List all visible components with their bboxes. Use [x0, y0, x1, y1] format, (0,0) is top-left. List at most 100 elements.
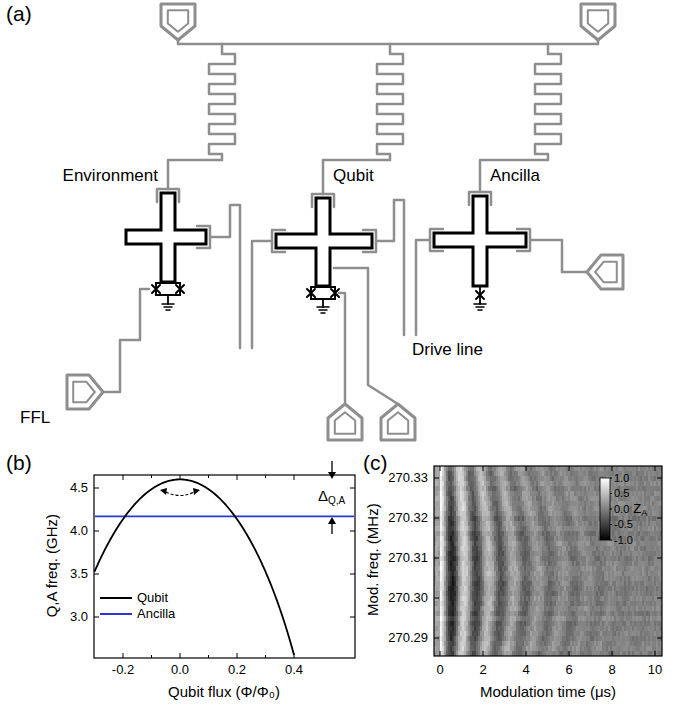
heatmap-cell — [566, 486, 568, 491]
heatmap-cell — [520, 546, 522, 551]
heatmap-cell — [512, 486, 514, 491]
heatmap-cell — [458, 481, 460, 486]
heatmap-cell — [448, 531, 450, 536]
heatmap-cell — [542, 486, 544, 491]
heatmap-cell — [502, 521, 504, 526]
heatmap-cell — [528, 471, 530, 476]
heatmap-cell — [574, 501, 576, 506]
heatmap-cell — [512, 501, 514, 506]
heatmap-cell — [596, 496, 598, 501]
heatmap-cell — [644, 521, 646, 526]
heatmap-cell — [552, 491, 554, 496]
heatmap-cell — [570, 476, 572, 481]
heatmap-cell — [516, 486, 518, 491]
heatmap-cell — [516, 471, 518, 476]
heatmap-cell — [562, 476, 564, 481]
heatmap-cell — [552, 516, 554, 521]
heatmap-cell — [520, 471, 522, 476]
heatmap-cell — [568, 481, 570, 486]
heatmap-cell — [482, 511, 484, 516]
heatmap-cell — [544, 536, 546, 541]
heatmap-cell — [452, 471, 454, 476]
heatmap-cell — [498, 486, 500, 491]
heatmap-cell — [444, 466, 446, 471]
heatmap-cell — [630, 501, 632, 506]
heatmap-cell — [466, 511, 468, 516]
heatmap-cell — [470, 521, 472, 526]
heatmap-cell — [650, 476, 652, 481]
heatmap-cell — [594, 491, 596, 496]
heatmap-cell — [528, 486, 530, 491]
heatmap-cell — [600, 471, 602, 476]
heatmap-cell — [458, 506, 460, 511]
heatmap-cell — [460, 481, 462, 486]
heatmap-cell — [538, 491, 540, 496]
heatmap-cell — [572, 491, 574, 496]
heatmap-cell — [564, 511, 566, 516]
heatmap-cell — [510, 516, 512, 521]
heatmap-cell — [508, 541, 510, 546]
heatmap-cell — [644, 481, 646, 486]
heatmap-cell — [452, 526, 454, 531]
heatmap-cell — [526, 526, 528, 531]
heatmap-cell — [622, 466, 624, 471]
heatmap-cell — [444, 541, 446, 546]
heatmap-cell — [504, 466, 506, 471]
heatmap-cell — [566, 476, 568, 481]
heatmap-cell — [450, 481, 452, 486]
heatmap-cell — [504, 501, 506, 506]
heatmap-cell — [640, 541, 642, 546]
heatmap-cell — [444, 501, 446, 506]
heatmap-cell — [482, 501, 484, 506]
heatmap-cell — [538, 546, 540, 551]
heatmap-cell — [444, 546, 446, 551]
heatmap-cell — [486, 496, 488, 501]
heatmap-cell — [578, 506, 580, 511]
heatmap-cell — [478, 501, 480, 506]
heatmap-cell — [558, 476, 560, 481]
heatmap-cell — [548, 471, 550, 476]
heatmap-cell — [560, 476, 562, 481]
heatmap-cell — [564, 491, 566, 496]
heatmap-cell — [646, 536, 648, 541]
heatmap-cell — [526, 516, 528, 521]
heatmap-cell — [438, 536, 440, 541]
heatmap-cell — [572, 506, 574, 511]
heatmap-cell — [656, 471, 658, 476]
heatmap-cell — [636, 531, 638, 536]
heatmap-cell — [566, 491, 568, 496]
heatmap-cell — [528, 526, 530, 531]
heatmap-cell — [648, 476, 650, 481]
heatmap-cell — [474, 506, 476, 511]
heatmap-cell — [474, 536, 476, 541]
heatmap-cell — [446, 506, 448, 511]
heatmap-cell — [572, 496, 574, 501]
heatmap-cell — [490, 506, 492, 511]
heatmap-cell — [556, 541, 558, 546]
heatmap-cell — [484, 536, 486, 541]
heatmap-cell — [642, 491, 644, 496]
heatmap-cell — [478, 471, 480, 476]
heatmap-cell — [536, 496, 538, 501]
heatmap-cell — [468, 466, 470, 471]
heatmap-cell — [476, 491, 478, 496]
heatmap-cell — [634, 541, 636, 546]
heatmap-cell — [638, 526, 640, 531]
heatmap-cell — [466, 471, 468, 476]
heatmap-cell — [646, 526, 648, 531]
heatmap-cell — [442, 501, 444, 506]
heatmap-cell — [464, 471, 466, 476]
heatmap-cell — [586, 521, 588, 526]
heatmap-cell — [544, 481, 546, 486]
heatmap-cell — [480, 536, 482, 541]
heatmap-cell — [518, 491, 520, 496]
heatmap-cell — [538, 466, 540, 471]
heatmap-cell — [488, 521, 490, 526]
heatmap-cell — [438, 481, 440, 486]
heatmap-cell — [482, 541, 484, 546]
heatmap-cell — [500, 471, 502, 476]
heatmap-cell — [468, 471, 470, 476]
heatmap-cell — [570, 496, 572, 501]
heatmap-cell — [440, 546, 442, 551]
heatmap-cell — [512, 496, 514, 501]
